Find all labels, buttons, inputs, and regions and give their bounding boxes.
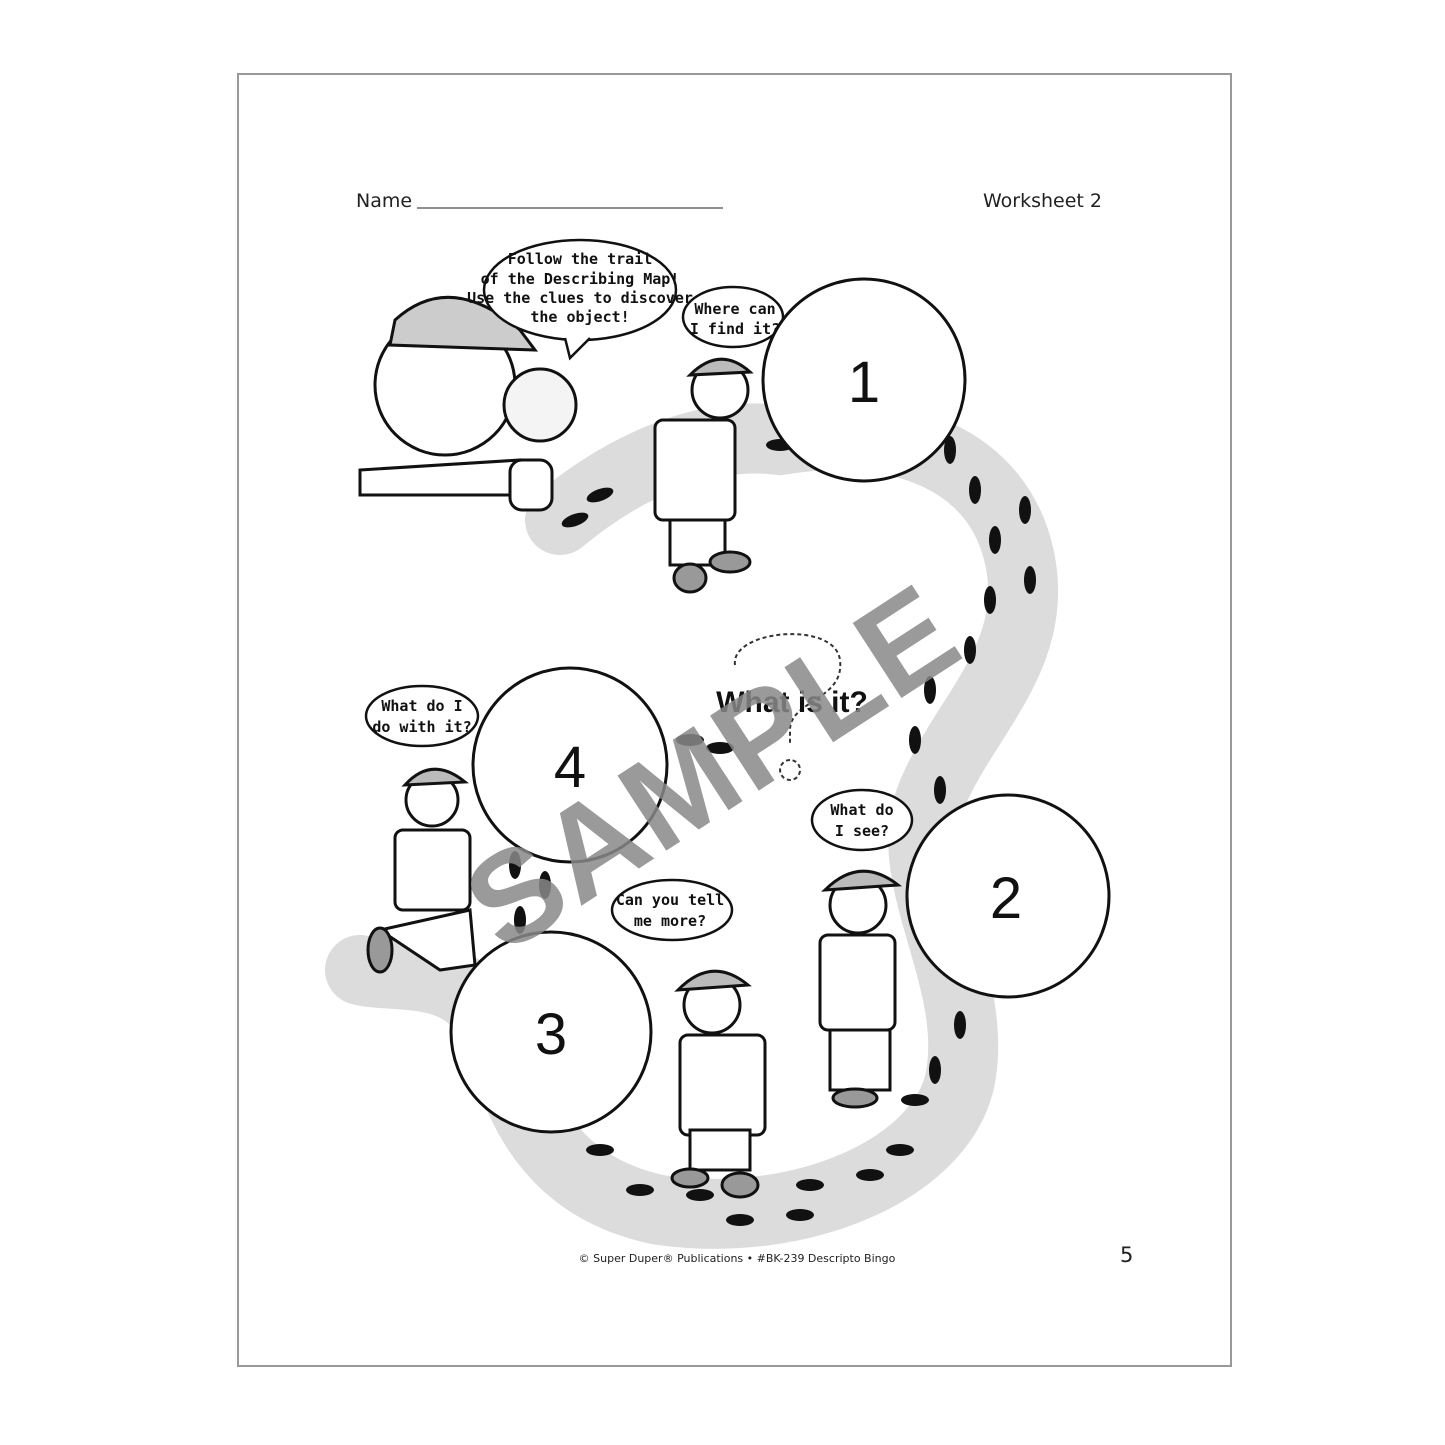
- center-prompt: What is it?: [716, 686, 868, 719]
- bubble-step4: What do I do with it?: [372, 697, 471, 736]
- detective-step2: [818, 869, 902, 1109]
- svg-text:I find it?: I find it?: [690, 320, 780, 338]
- page-number: 5: [1120, 1243, 1133, 1267]
- svg-text:Follow the trail: Follow the trail: [508, 250, 653, 268]
- circle-number-4: 4: [554, 735, 586, 800]
- svg-text:What do I: What do I: [381, 697, 462, 715]
- svg-text:do with it?: do with it?: [372, 718, 471, 736]
- answer-circle-4[interactable]: [471, 666, 669, 864]
- worksheet-label: Worksheet 2: [983, 190, 1102, 212]
- answer-circles: [449, 277, 1111, 1134]
- svg-text:What do: What do: [830, 801, 893, 819]
- answer-circle-1[interactable]: [761, 277, 967, 483]
- bubble-step3: Can you tell me more?: [616, 891, 724, 930]
- circle-number-2: 2: [990, 866, 1022, 931]
- circle-number-3: 3: [535, 1002, 567, 1067]
- svg-text:I see?: I see?: [835, 822, 889, 840]
- footer-credit: © Super Duper® Publications • #BK-239 De…: [579, 1252, 896, 1265]
- svg-text:Use the clues to discover: Use the clues to discover: [467, 289, 693, 307]
- svg-text:me more?: me more?: [634, 912, 706, 930]
- answer-circle-2[interactable]: [905, 793, 1111, 999]
- bubble-intro: Follow the trail of the Describing Map! …: [467, 250, 693, 326]
- svg-text:Can you tell: Can you tell: [616, 891, 724, 909]
- svg-text:of the Describing Map!: of the Describing Map!: [481, 270, 680, 288]
- detective-step4: [366, 767, 477, 974]
- detective-illustrations: [358, 295, 902, 1199]
- circle-number-1: 1: [848, 350, 880, 415]
- detective-step1: [653, 357, 754, 594]
- bubble-step1: Where can I find it?: [690, 300, 780, 338]
- answer-circle-3[interactable]: [449, 930, 653, 1134]
- speech-bubbles: [364, 238, 914, 942]
- footprints: [509, 436, 1036, 1226]
- name-label: Name: [356, 190, 412, 212]
- detective-large-magnifier: [358, 295, 578, 512]
- bubble-step2: What do I see?: [830, 801, 893, 840]
- svg-text:Where can: Where can: [694, 300, 775, 318]
- question-mark-icon: [733, 633, 842, 781]
- detective-step3: [670, 969, 767, 1199]
- svg-text:the object!: the object!: [530, 308, 629, 326]
